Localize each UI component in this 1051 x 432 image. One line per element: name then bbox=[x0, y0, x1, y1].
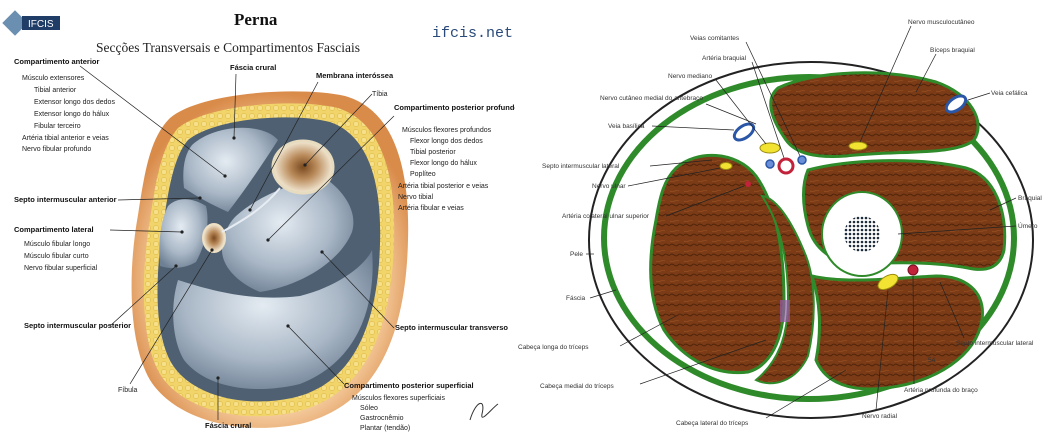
svg-text:Músculos flexores superficiais: Músculos flexores superficiais bbox=[352, 395, 445, 402]
median-nerve bbox=[760, 143, 780, 153]
svg-text:Gastrocnêmio: Gastrocnêmio bbox=[360, 415, 404, 422]
artist-signature bbox=[470, 403, 498, 420]
svg-text:Úmero: Úmero bbox=[1018, 221, 1038, 230]
svg-text:Nervo fibular profundo: Nervo fibular profundo bbox=[22, 146, 91, 153]
svg-text:Tíbia: Tíbia bbox=[372, 91, 388, 98]
svg-text:Artéria profunda do braço: Artéria profunda do braço bbox=[904, 387, 978, 394]
svg-text:Plantar (tendão): Plantar (tendão) bbox=[360, 425, 410, 432]
svg-text:Cabeça longa do tríceps: Cabeça longa do tríceps bbox=[518, 344, 589, 351]
svg-text:Nervo musculocutâneo: Nervo musculocutâneo bbox=[908, 19, 975, 26]
svg-text:Septo intermuscular lateral: Septo intermuscular lateral bbox=[956, 340, 1034, 347]
svg-text:Artéria fibular e veias: Artéria fibular e veias bbox=[398, 205, 464, 212]
svg-text:Extensor longo dos dedos: Extensor longo dos dedos bbox=[34, 99, 115, 106]
svg-text:Tibial posterior: Tibial posterior bbox=[410, 149, 456, 156]
purple-mark bbox=[780, 300, 790, 322]
svg-text:Nervo ulnar: Nervo ulnar bbox=[592, 183, 626, 190]
site-watermark: ifcis.net bbox=[432, 25, 513, 42]
svg-text:Artéria tibial posterior e vei: Artéria tibial posterior e veias bbox=[398, 183, 489, 190]
logo-text: IFCIS bbox=[28, 19, 54, 30]
svg-text:Septo intermuscular lateral: Septo intermuscular lateral bbox=[542, 163, 620, 170]
svg-text:Nervo radial: Nervo radial bbox=[862, 413, 898, 420]
leg-cross-section-panel: IFCIS Perna Secções Transversais e Compa… bbox=[0, 0, 515, 432]
label-veia-cefalica: Veia cefálica bbox=[968, 90, 1028, 100]
svg-text:Compartimento posterior profun: Compartimento posterior profundo bbox=[394, 103, 515, 112]
svg-text:Músculos flexores profundos: Músculos flexores profundos bbox=[402, 127, 492, 134]
biceps-muscle bbox=[771, 73, 978, 157]
svg-text:Extensor longo do hálux: Extensor longo do hálux bbox=[34, 111, 110, 118]
arm-cross-section-panel: Nervo musculocutâneo Bíceps braquial Vei… bbox=[516, 0, 1051, 432]
svg-text:Compartimento anterior: Compartimento anterior bbox=[14, 57, 100, 66]
svg-text:Músculo fibular longo: Músculo fibular longo bbox=[24, 241, 90, 248]
svg-text:Sóleo: Sóleo bbox=[360, 405, 378, 412]
svg-text:Braquial: Braquial bbox=[1018, 195, 1042, 202]
svg-text:Septo intermuscular anterior: Septo intermuscular anterior bbox=[14, 195, 117, 204]
svg-text:Poplíteo: Poplíteo bbox=[410, 171, 436, 178]
musculocutaneous-nerve bbox=[849, 142, 867, 150]
svg-text:Fíbula: Fíbula bbox=[118, 387, 138, 394]
svg-text:Tibial anterior: Tibial anterior bbox=[34, 87, 77, 94]
brachial-vein-a bbox=[766, 160, 774, 168]
brachial-vein-b bbox=[798, 156, 806, 164]
svg-text:Nervo fibular superficial: Nervo fibular superficial bbox=[24, 265, 98, 272]
triceps-long-head bbox=[651, 155, 784, 372]
svg-text:Septo intermuscular posterior: Septo intermuscular posterior bbox=[24, 321, 131, 330]
svg-text:Veias comitantes: Veias comitantes bbox=[690, 35, 740, 42]
svg-text:Músculo fibular curto: Músculo fibular curto bbox=[24, 253, 89, 260]
arm-cross-section-figure: Nervo musculocutâneo Bíceps braquial Vei… bbox=[516, 0, 1051, 432]
ulnar-nerve bbox=[720, 163, 732, 170]
svg-text:Cabeça medial do tríceps: Cabeça medial do tríceps bbox=[540, 383, 614, 390]
svg-text:Flexor longo do hálux: Flexor longo do hálux bbox=[410, 160, 477, 167]
svg-text:Nervo cutâneo medial do antebr: Nervo cutâneo medial do antebraço bbox=[600, 95, 703, 102]
svg-text:Nervo tibial: Nervo tibial bbox=[398, 194, 433, 201]
leg-cross-section-figure: IFCIS Perna Secções Transversais e Compa… bbox=[0, 0, 515, 432]
page-title: Perna bbox=[234, 10, 278, 29]
humerus-marrow bbox=[844, 216, 880, 252]
svg-text:Artéria tibial anterior e veia: Artéria tibial anterior e veias bbox=[22, 135, 109, 142]
svg-text:Artéria braquial: Artéria braquial bbox=[702, 55, 747, 62]
svg-text:Nervo mediano: Nervo mediano bbox=[668, 73, 712, 80]
fibula-bone bbox=[203, 224, 225, 252]
svg-text:Membrana interóssea: Membrana interóssea bbox=[316, 71, 394, 80]
svg-text:Bíceps braquial: Bíceps braquial bbox=[930, 47, 975, 54]
svg-text:Cabeça lateral do tríceps: Cabeça lateral do tríceps bbox=[676, 420, 749, 427]
svg-text:Compartimento posterior superf: Compartimento posterior superficial bbox=[344, 381, 474, 390]
page-subtitle: Secções Transversais e Compartimentos Fa… bbox=[96, 40, 360, 55]
brachial-artery bbox=[779, 159, 793, 173]
svg-text:Fáscia crural: Fáscia crural bbox=[230, 63, 276, 72]
svg-text:Veia cefálica: Veia cefálica bbox=[991, 90, 1028, 97]
svg-text:Fibular terceiro: Fibular terceiro bbox=[34, 123, 81, 130]
svg-text:Artéria colateral ulnar superi: Artéria colateral ulnar superior bbox=[562, 213, 650, 220]
svg-text:Pele: Pele bbox=[570, 251, 583, 258]
superior-ulnar-collateral-artery bbox=[745, 181, 751, 187]
svg-text:Compartimento lateral: Compartimento lateral bbox=[14, 225, 94, 234]
page-number: 54 bbox=[928, 357, 936, 364]
svg-text:Septo intermuscular transverso: Septo intermuscular transverso bbox=[395, 323, 508, 332]
svg-text:Fáscia: Fáscia bbox=[566, 295, 586, 302]
svg-text:Fáscia crural: Fáscia crural bbox=[205, 421, 251, 430]
svg-text:Músculo extensores: Músculo extensores bbox=[22, 75, 85, 82]
profunda-brachii-artery bbox=[908, 265, 918, 275]
logo: IFCIS bbox=[2, 10, 60, 35]
svg-text:Veia basílica: Veia basílica bbox=[608, 123, 645, 130]
svg-text:Flexor longo dos dedos: Flexor longo dos dedos bbox=[410, 138, 483, 145]
